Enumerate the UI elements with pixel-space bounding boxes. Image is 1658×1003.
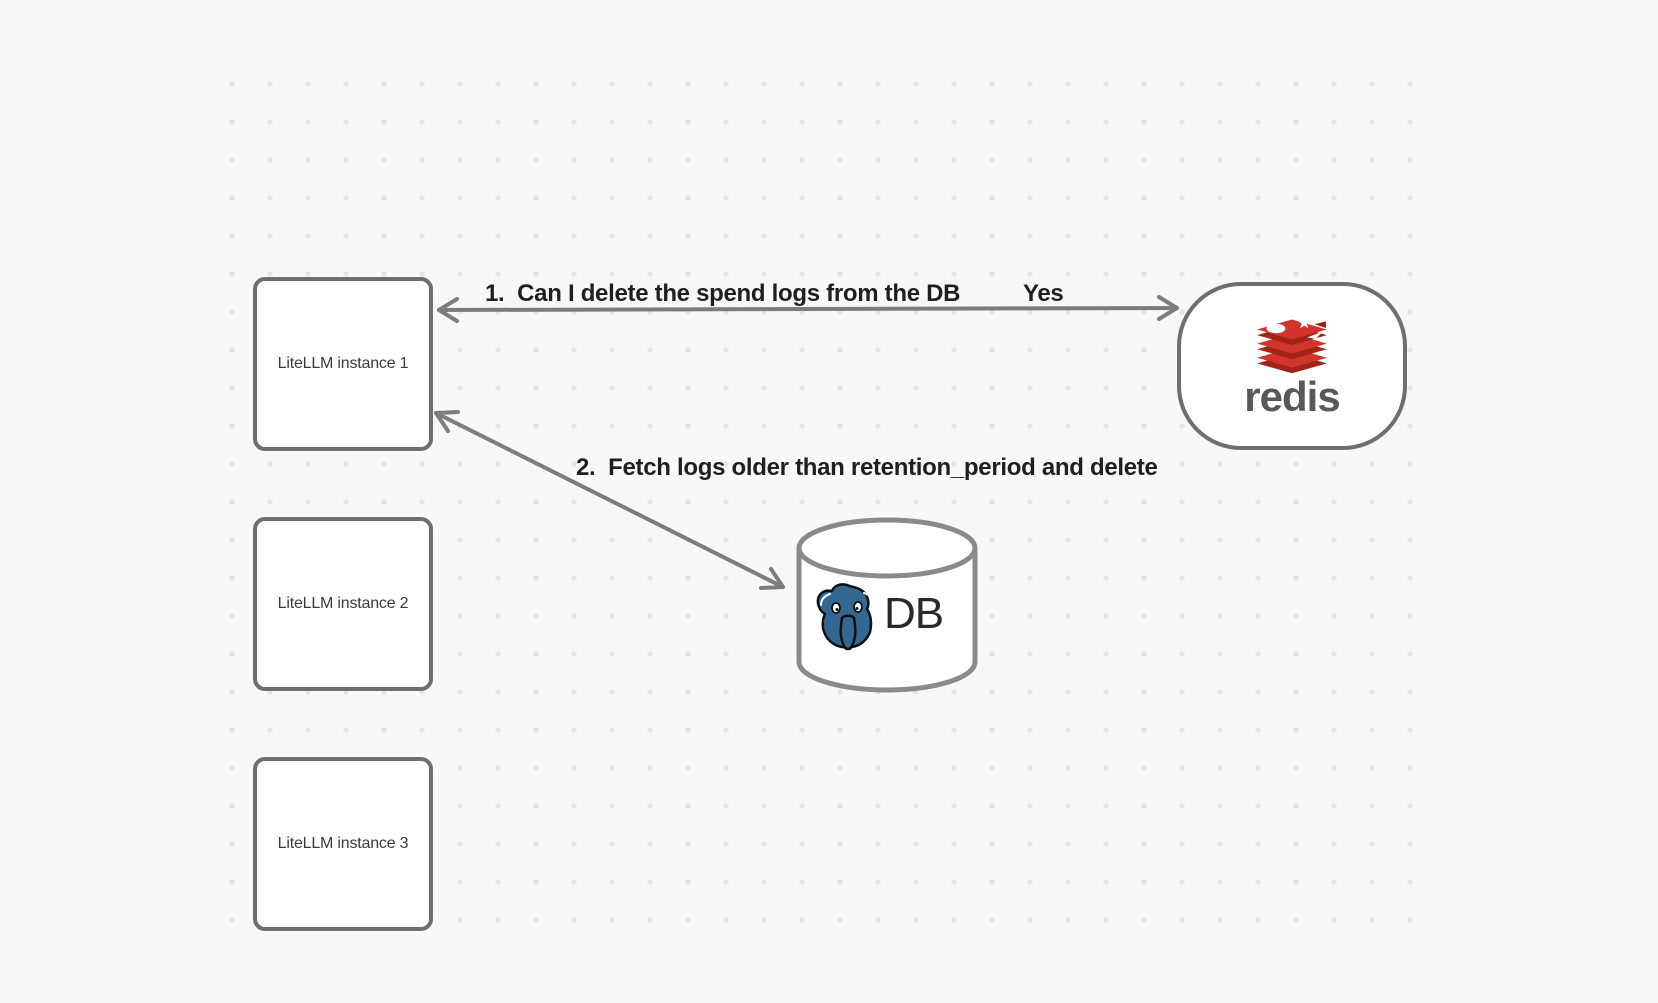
redis-wordmark: redis [1244,373,1340,420]
postgresql-elephant-icon [816,583,874,651]
litellm-instance-3-node: LiteLLM instance 3 [253,757,433,931]
db-label: DB [884,589,944,638]
flow-1-label: 1. Can I delete the spend logs from the … [485,280,961,307]
litellm-instance-3-label: LiteLLM instance 3 [277,835,409,852]
litellm-instance-1-node: LiteLLM instance 1 [253,277,433,451]
litellm-instance-2-node: LiteLLM instance 2 [253,517,433,691]
flow-1-reply-label: Yes [1023,280,1064,307]
litellm-instance-1-label: LiteLLM instance 1 [277,355,409,372]
redis-node: redis [1177,282,1407,450]
litellm-instance-2-label: LiteLLM instance 2 [277,595,409,612]
flow-2-label: 2. Fetch logs older than retention_perio… [576,454,1158,481]
redis-logo-icon [1257,316,1327,374]
